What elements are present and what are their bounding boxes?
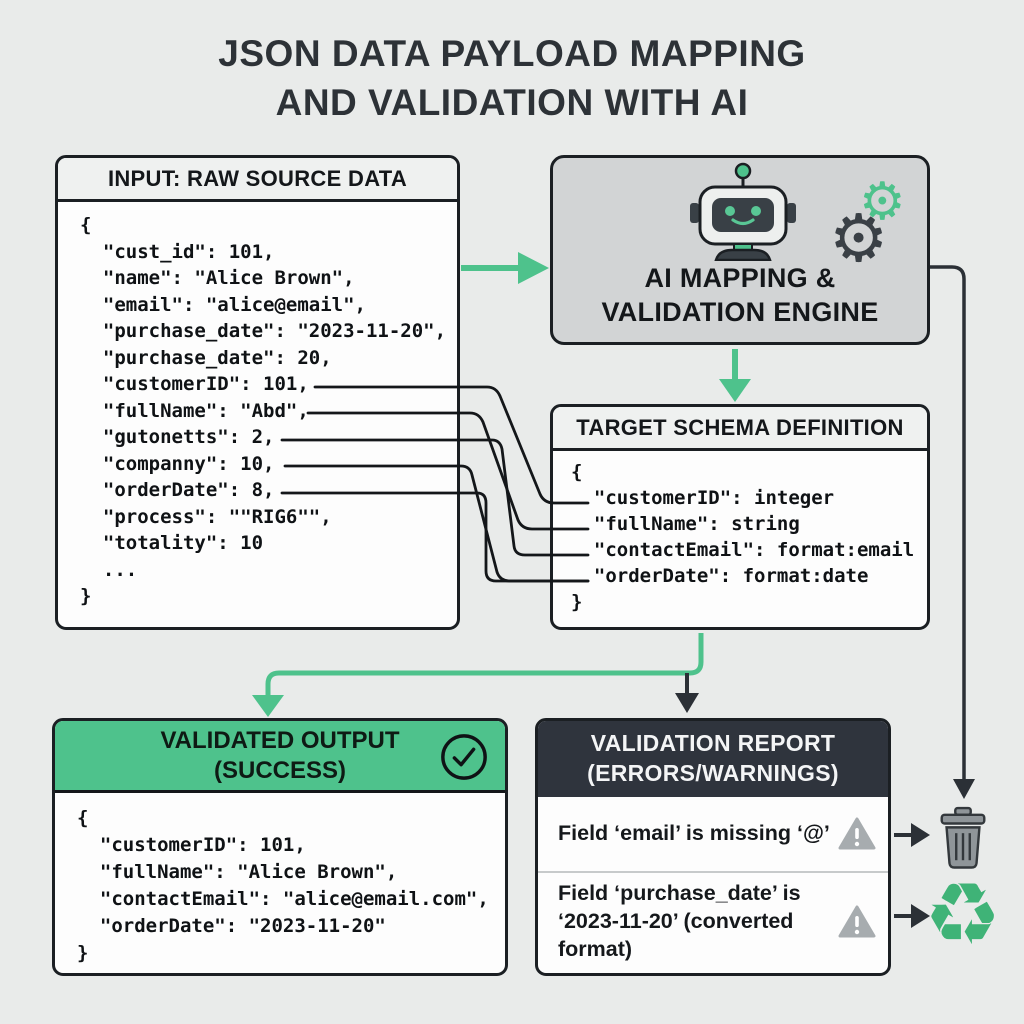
trash-icon bbox=[934, 806, 992, 875]
input-json-code: { "cust_id": 101, "name": "Alice Brown",… bbox=[80, 214, 447, 607]
arrow-input-to-ai bbox=[461, 252, 549, 284]
arrow-to-report bbox=[675, 673, 699, 713]
validation-report-box: VALIDATION REPORT (ERRORS/WARNINGS) Fiel… bbox=[535, 718, 891, 976]
warning-icon bbox=[838, 817, 876, 850]
check-circle-icon bbox=[441, 734, 487, 780]
recycle-icon: ♻ bbox=[924, 865, 1002, 965]
arrow-ai-to-schema bbox=[719, 349, 751, 402]
gear-icon: ⚙ bbox=[859, 172, 906, 232]
validated-json-code: { "customerID": 101, "fullName": "Alice … bbox=[77, 807, 489, 964]
gear-icon: ⚙ bbox=[829, 200, 889, 277]
report-item-email-warning: Field ‘email’ is missing ‘@’ bbox=[538, 797, 888, 871]
report-item-text: Field ‘purchase_date’ is ‘2023-11-20’ (c… bbox=[558, 881, 801, 961]
validated-output-header: VALIDATED OUTPUT (SUCCESS) bbox=[55, 721, 505, 793]
schema-box-header: TARGET SCHEMA DEFINITION bbox=[553, 407, 927, 451]
input-box-header: INPUT: RAW SOURCE DATA bbox=[58, 158, 457, 202]
validated-output-header-label: VALIDATED OUTPUT (SUCCESS) bbox=[160, 726, 400, 784]
report-item-text: Field ‘email’ is missing ‘@’ bbox=[558, 821, 830, 846]
arrow-schema-to-validated bbox=[252, 633, 704, 717]
ai-engine-box: ⚙ ⚙ AI MAPPING & VALIDATION ENGINE bbox=[550, 155, 930, 345]
schema-json-code: { "customerID": integer "fullName": stri… bbox=[571, 461, 915, 613]
validation-report-header: VALIDATION REPORT (ERRORS/WARNINGS) bbox=[538, 721, 888, 797]
validated-output-box: VALIDATED OUTPUT (SUCCESS) { "customerID… bbox=[52, 718, 508, 976]
report-item-date-warning: Field ‘purchase_date’ is ‘2023-11-20’ (c… bbox=[538, 871, 888, 971]
arrow-ai-to-trash bbox=[930, 265, 975, 799]
input-raw-source-data-box: INPUT: RAW SOURCE DATA { "cust_id": 101,… bbox=[55, 155, 460, 630]
warning-icon bbox=[838, 905, 876, 938]
arrow-report-to-trash bbox=[894, 823, 930, 847]
robot-icon bbox=[690, 162, 796, 261]
ai-engine-label: AI MAPPING & VALIDATION ENGINE bbox=[601, 262, 879, 328]
page-title: JSON DATA PAYLOAD MAPPING AND VALIDATION… bbox=[218, 33, 806, 123]
target-schema-box: TARGET SCHEMA DEFINITION { "customerID":… bbox=[550, 404, 930, 630]
